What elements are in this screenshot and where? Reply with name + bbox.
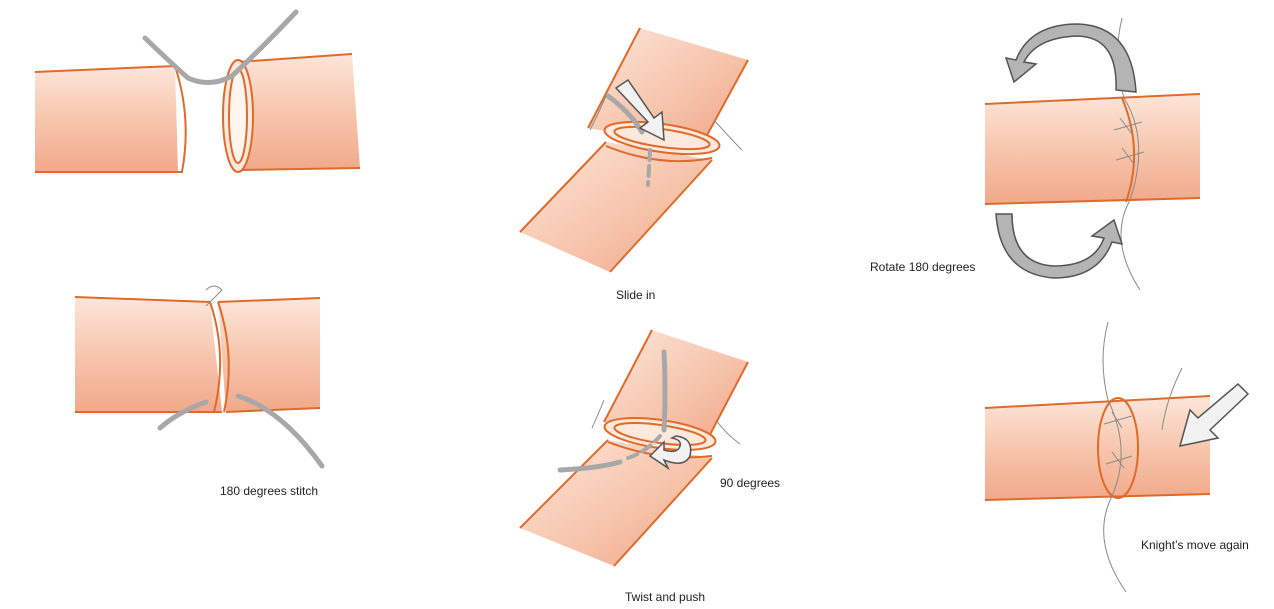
thin-suture-left [592, 400, 604, 428]
right-vessel-segment [238, 54, 360, 170]
joined-vessel [75, 297, 222, 412]
panel-slide-in [520, 28, 748, 272]
caption-rotate-180-degrees: Rotate 180 degrees [870, 260, 975, 274]
knights-move-arrow [1180, 384, 1248, 446]
joined-vessel-right [218, 298, 320, 412]
caption-180-degrees-stitch: 180 degrees stitch [220, 484, 318, 498]
vessel-left-fade [960, 96, 1030, 208]
caption-90-degrees: 90 degrees [720, 476, 780, 490]
thin-suture-right [716, 420, 740, 444]
caption-twist-and-push: Twist and push [625, 590, 705, 604]
rotate-arrow-bottom [996, 214, 1122, 278]
left-vessel-segment [35, 66, 178, 172]
panel-180-stitch [75, 286, 322, 466]
caption-slide-in: Slide in [616, 288, 655, 302]
vessel-left-fade [960, 400, 1030, 506]
panel-vessel-ends [35, 12, 360, 172]
panel-twist-and-push [520, 330, 748, 566]
caption-knights-move-again: Knight’s move again [1141, 538, 1249, 552]
open-vessel-end-inner [229, 69, 247, 163]
suture-vertical [664, 352, 665, 430]
panel-rotate-180 [960, 18, 1200, 290]
